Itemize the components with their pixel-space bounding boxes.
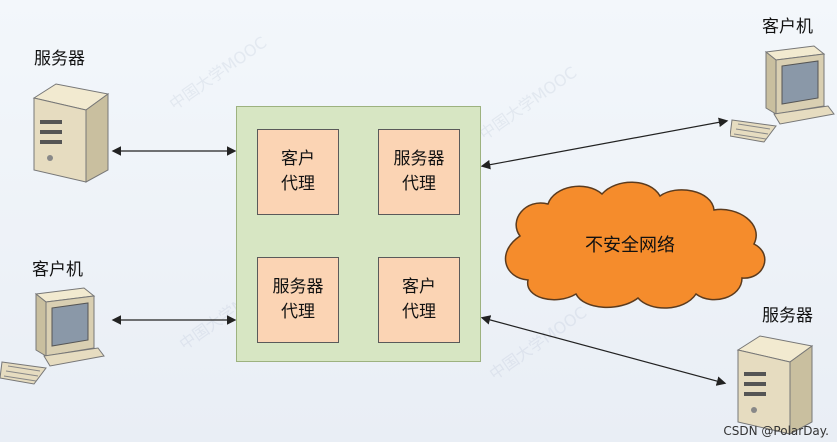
arrow-group-to-client-right <box>480 117 729 170</box>
proxy-box-bottom-left: 服务器 代理 <box>257 257 339 343</box>
client-computer-icon <box>0 287 105 385</box>
proxy-box-top-right: 服务器 代理 <box>378 129 460 215</box>
server-icon <box>736 335 814 435</box>
server-icon <box>32 83 110 183</box>
label-server-bottom-right: 服务器 <box>762 306 813 326</box>
label-server-top-left: 服务器 <box>34 49 85 69</box>
proxy-box-bottom-right: 客户 代理 <box>378 257 460 343</box>
cloud-label: 不安全网络 <box>585 235 675 256</box>
arrow-group-to-server-right <box>480 315 727 386</box>
label-client-top-right: 客户机 <box>762 17 813 37</box>
client-computer-icon <box>730 45 835 143</box>
credit-watermark: CSDN @PolarDay. <box>723 424 829 438</box>
insecure-network-cloud <box>504 181 766 309</box>
label-client-bottom-left: 客户机 <box>32 260 83 280</box>
proxy-gateway-group: 客户 代理 服务器 代理 服务器 代理 客户 代理 <box>236 106 481 362</box>
proxy-box-top-left: 客户 代理 <box>257 129 339 215</box>
